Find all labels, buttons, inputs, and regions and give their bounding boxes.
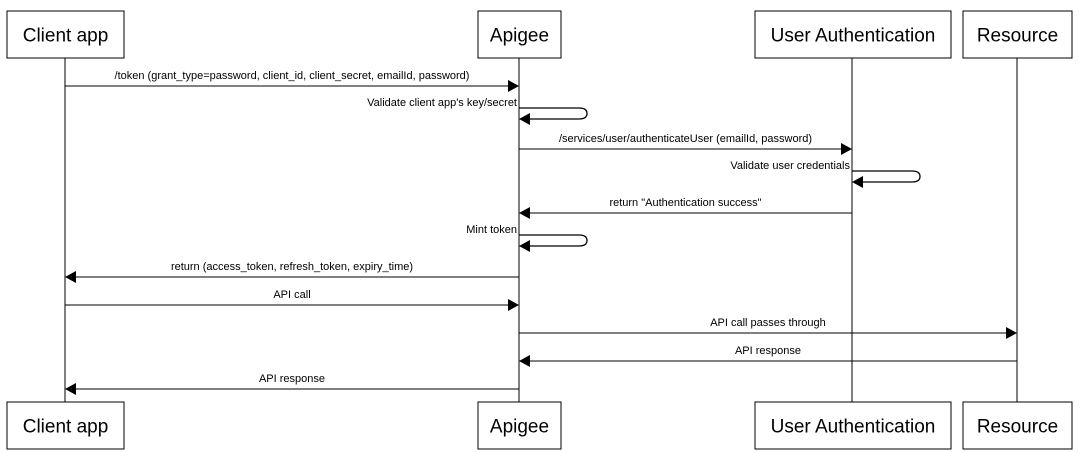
lifelines (64, 58, 1018, 402)
participant-box-client-bottom (6, 401, 125, 450)
participant-label-apigee-top: Apigee (490, 26, 549, 47)
message-11: API response (65, 373, 519, 395)
message-7: return (access_token, refresh_token, exp… (65, 261, 519, 283)
participant-label-client-bottom: Client app (23, 417, 109, 438)
participant-boxes-bottom: Client app Apigee User Authentication Resou… (6, 401, 1073, 450)
message-label: return "Authentication success" (609, 197, 761, 209)
arrowhead (65, 271, 76, 283)
message-label: API call passes through (710, 317, 826, 329)
message-label: Validate user credentials (730, 160, 850, 172)
participant-box-resource-top (962, 10, 1073, 59)
arrowhead (519, 240, 530, 252)
participant-box-auth-bottom (754, 401, 952, 450)
message-label: Validate client app's key/secret (367, 97, 517, 109)
self-message-loop (519, 234, 588, 247)
participant-label-apigee-bottom: Apigee (490, 417, 549, 438)
arrowhead (65, 383, 76, 395)
participant-box-auth-top (754, 10, 952, 59)
self-message-loop (519, 107, 588, 120)
message-10: API response (519, 345, 1017, 367)
participant-boxes-top: Client app Apigee User Authentication Resou… (6, 10, 1073, 59)
participant-label-resource-bottom: Resource (977, 417, 1058, 438)
message-label: /token (grant_type=password, client_id, … (115, 70, 470, 82)
arrowhead (852, 176, 863, 188)
participant-box-apigee-bottom (477, 401, 562, 450)
participant-box-resource-bottom (962, 401, 1073, 450)
message-8: API call (65, 289, 519, 311)
participant-box-apigee-top (477, 10, 562, 59)
message-2: Validate client app's key/secret (367, 97, 588, 125)
message-label: /services/user/authenticateUser (emailId… (559, 133, 812, 145)
arrowhead (508, 80, 519, 92)
message-4: Validate user credentials (730, 160, 921, 188)
arrowhead (519, 207, 530, 219)
message-1: /token (grant_type=password, client_id, … (65, 70, 519, 92)
participant-label-auth-top: User Authentication (771, 26, 936, 47)
message-9: API call passes through (519, 317, 1017, 339)
arrowhead (519, 113, 530, 125)
message-5: return "Authentication success" (519, 197, 852, 219)
message-3: /services/user/authenticateUser (emailId… (519, 133, 852, 155)
messages: /token (grant_type=password, client_id, … (65, 70, 1017, 395)
message-label: Mint token (466, 224, 517, 236)
message-label: API call (273, 289, 310, 301)
participant-label-auth-bottom: User Authentication (771, 417, 936, 438)
participant-label-resource-top: Resource (977, 26, 1058, 47)
participant-box-client-top (6, 10, 125, 59)
message-label: API response (735, 345, 801, 357)
arrowhead (508, 299, 519, 311)
participant-label-client-top: Client app (23, 26, 109, 47)
message-label: return (access_token, refresh_token, exp… (171, 261, 413, 273)
self-message-loop (852, 170, 921, 183)
message-label: API response (259, 373, 325, 385)
arrowhead (841, 143, 852, 155)
arrowhead (1006, 327, 1017, 339)
arrowhead (519, 355, 530, 367)
message-6: Mint token (466, 224, 588, 252)
